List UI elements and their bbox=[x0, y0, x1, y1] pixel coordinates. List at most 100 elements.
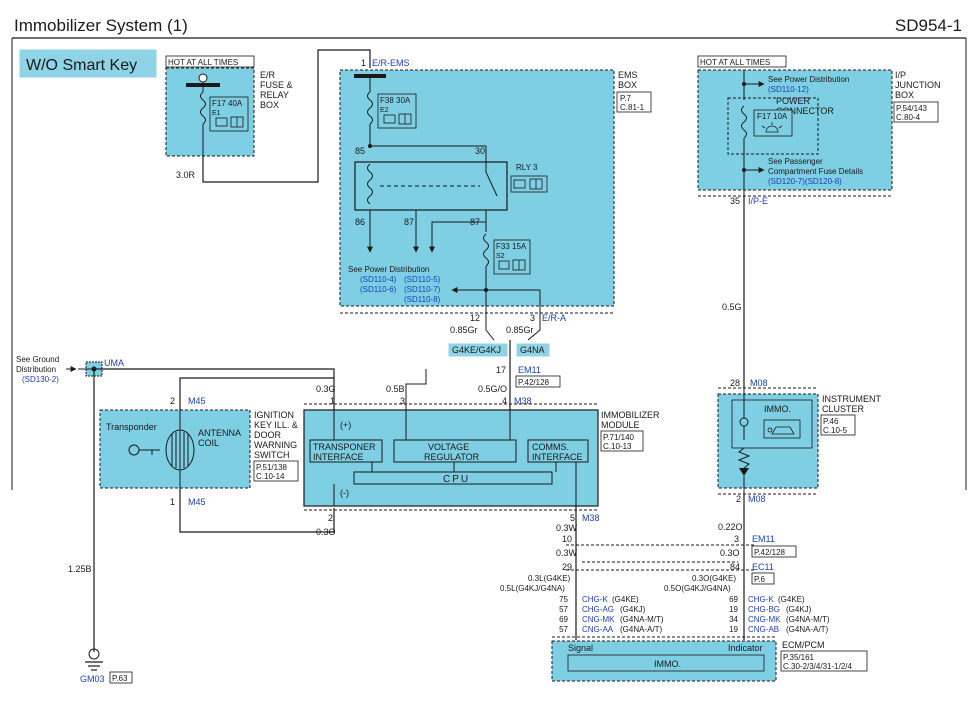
ignition-pin-top: 2 bbox=[170, 396, 175, 406]
ecm-pin-list-right: 69 CHG-K (G4KE) 19 CHG-BG (G4KJ) 34 CNG-… bbox=[729, 595, 830, 634]
ignition-page-ref-1: P.51/138 bbox=[256, 463, 288, 472]
ecm-left-pin-3: 57 bbox=[559, 625, 568, 634]
header: Immobilizer System (1) SD954-1 bbox=[11, 16, 967, 490]
ground-wire: 1.25B bbox=[68, 564, 92, 574]
immo-page-ref-1: P.71/140 bbox=[603, 433, 635, 442]
diagram-title: Immobilizer System (1) bbox=[14, 16, 188, 35]
ec11-connector: EC11 bbox=[752, 562, 774, 572]
ec11-right-wire-2: 0.5O(G4KJ/G4NA) bbox=[664, 584, 731, 593]
lower-connectors: 10 3 EM11 P.42/128 0.3W 0.3O 29 84 EC11 … bbox=[500, 506, 797, 640]
ems-right-tag: G4NA bbox=[520, 345, 545, 355]
immo-name-2: MODULE bbox=[601, 420, 640, 430]
ground-section: See Ground Distribution (SD130-2) UMA 1.… bbox=[16, 355, 335, 684]
ecm-right-pin-3: 19 bbox=[729, 625, 738, 634]
ignition-pin-bottom: 1 bbox=[170, 497, 175, 507]
ecm-left-eng-0: (G4KE) bbox=[612, 595, 639, 604]
ecm-right-conn-1: CHG-BG bbox=[748, 605, 780, 614]
ems-relay-pin-87a: 87 bbox=[404, 217, 414, 227]
antenna-coil-1: ANTENNA bbox=[198, 428, 241, 438]
cluster-pin-top: 28 bbox=[730, 378, 740, 388]
engine-icon bbox=[215, 116, 244, 128]
ip-see-power-ref: (SD110-12) bbox=[768, 85, 809, 94]
see-ground-1: See Ground bbox=[16, 355, 59, 364]
ems-power-ref-4: (SD110-7) bbox=[404, 285, 441, 294]
cluster-immo-label: IMMO. bbox=[764, 404, 791, 414]
see-ground-ref: (SD130-2) bbox=[22, 375, 59, 384]
ecm-left-conn-3: CNG-AA bbox=[582, 625, 614, 634]
engine-icon bbox=[383, 113, 412, 125]
ems-page-ref-2: C.81-1 bbox=[620, 103, 645, 112]
ignition-switch: 2 M45 1 M45 Transponder ANTENNA COIL IGN… bbox=[99, 377, 335, 533]
immo-cpu: CPU bbox=[443, 474, 470, 485]
ecm-right-conn-3: CNG-AB bbox=[748, 625, 779, 634]
cluster-page-ref-1: P.46 bbox=[823, 417, 839, 426]
immo-wire-05b: 0.5B bbox=[386, 384, 405, 394]
ems-out-pin-left: 12 bbox=[470, 313, 480, 323]
em11-lower-left-wire: 0.3W bbox=[556, 548, 578, 558]
ip-name-1: I/P bbox=[895, 70, 906, 80]
ems-relay-label: RLY 3 bbox=[516, 163, 538, 172]
ecm-page-ref-2: C.30-2/3/4/31-1/2/4 bbox=[783, 662, 852, 671]
ignition-name-3: DOOR bbox=[254, 430, 282, 440]
ecm-right-conn-2: CNG-MK bbox=[748, 615, 781, 624]
ecm-signal: Signal bbox=[568, 643, 593, 653]
ecm-left-eng-3: (G4NA-A/T) bbox=[620, 625, 663, 634]
er-fuse-label: F17 40A bbox=[212, 99, 243, 108]
ems-left-wire: 0.85Gr bbox=[450, 325, 478, 335]
ip-wire: 0.5G bbox=[722, 302, 742, 312]
ecm-indicator: Indicator bbox=[728, 643, 763, 653]
immo-connector-top: M38 bbox=[514, 396, 532, 406]
ecm-left-pin-2: 69 bbox=[559, 615, 568, 624]
immo-block-voltage-2: REGULATOR bbox=[424, 452, 480, 462]
immo-name-1: IMMOBILIZER bbox=[601, 410, 660, 420]
ip-passenger-refs: (SD120-7)(SD120-8) bbox=[768, 177, 842, 186]
immo-pin-4: 4 bbox=[502, 396, 507, 406]
ip-out-connector: I/P-E bbox=[748, 196, 768, 206]
ecm-right-pin-0: 69 bbox=[729, 595, 738, 604]
ec11-right-pin: 84 bbox=[730, 562, 740, 572]
ip-page-ref-2: C.80-4 bbox=[896, 113, 921, 122]
ems-page-ref-1: P.7 bbox=[620, 94, 632, 103]
ip-power-connector-1: POWER bbox=[776, 96, 811, 106]
ignition-name-5: SWITCH bbox=[254, 450, 290, 460]
ems-outputs: 12 3 E/R-A 0.85Gr 0.85Gr G4KE/G4KJ G4NA … bbox=[340, 289, 614, 410]
ground-id: GM03 bbox=[80, 674, 105, 684]
cluster-connector-top: M08 bbox=[750, 378, 768, 388]
ignition-connector-bottom: M45 bbox=[188, 497, 206, 507]
immo-bottom-wire-left: 0.3O bbox=[316, 527, 336, 537]
ecm-right-eng-0: (G4KE) bbox=[778, 595, 805, 604]
ip-see-passenger-1: See Passenger bbox=[768, 157, 823, 166]
variant-label: W/O Smart Key bbox=[19, 49, 157, 78]
cluster-name-1: INSTRUMENT bbox=[822, 394, 881, 404]
immo-page-ref-2: C.10-13 bbox=[603, 442, 632, 451]
immo-block-voltage-1: VOLTAGE bbox=[428, 442, 469, 452]
immo-block-transponer-1: TRANSPONER bbox=[313, 442, 376, 452]
ecm-right-pin-2: 34 bbox=[729, 615, 738, 624]
ecm-page-ref-1: P.35/161 bbox=[783, 653, 815, 662]
key-icon bbox=[128, 444, 160, 456]
ip-name-3: BOX bbox=[895, 90, 914, 100]
ems-power-ref-2: (SD110-5) bbox=[404, 275, 441, 284]
ignition-name-1: IGNITION bbox=[254, 410, 294, 420]
em11-pin-17: 17 bbox=[496, 365, 506, 375]
er-box-name-2: FUSE & bbox=[260, 80, 293, 90]
immo-minus: (-) bbox=[340, 488, 349, 498]
ecm-left-pin-0: 75 bbox=[559, 595, 568, 604]
relay-icon bbox=[513, 178, 543, 190]
ecm-left-conn-1: CHG-AG bbox=[582, 605, 614, 614]
ems-fuse-main-sub: E2 bbox=[380, 107, 389, 114]
ems-fuse-main: F38 30A bbox=[380, 96, 411, 105]
ems-name-1: EMS bbox=[618, 70, 638, 80]
immo-pin-1: 1 bbox=[330, 396, 335, 406]
ems-relay-pin-86: 86 bbox=[355, 217, 365, 227]
er-box-name-1: E/R bbox=[260, 70, 276, 80]
er-wire-label: 3.0R bbox=[176, 170, 196, 180]
ignition-name-2: KEY ILL. & bbox=[254, 420, 298, 430]
ecm-right-eng-3: (G4NA-A/T) bbox=[786, 625, 829, 634]
variant-label-text: W/O Smart Key bbox=[26, 57, 137, 74]
immo-plus: (+) bbox=[340, 420, 351, 430]
ip-out-pin: 35 bbox=[730, 196, 740, 206]
immo-wire-03g: 0.3G bbox=[316, 384, 336, 394]
ecm-name: ECM/PCM bbox=[782, 640, 825, 650]
